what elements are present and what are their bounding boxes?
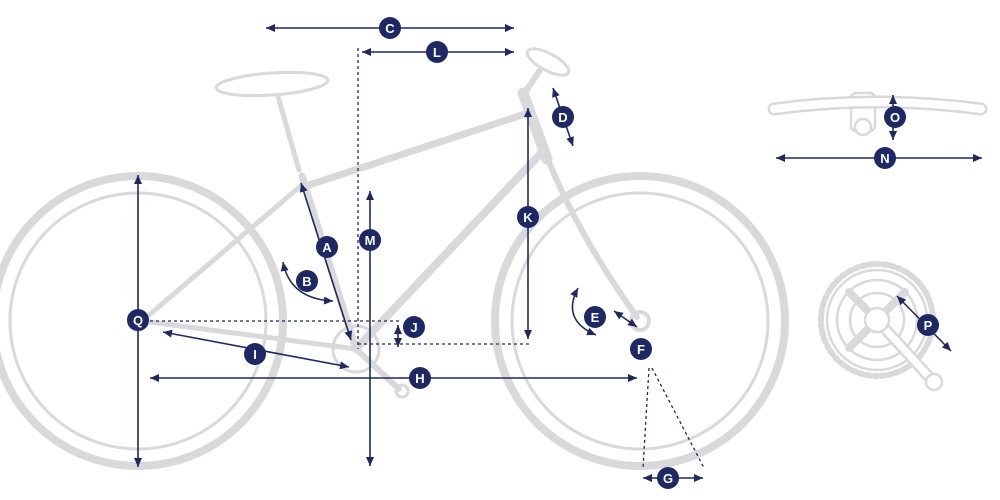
steering-axis-reference-line: [651, 367, 705, 469]
measurement-label-n: N: [874, 147, 896, 169]
measurement-label-a: A: [316, 236, 338, 258]
down-tube: [352, 148, 546, 353]
measurement-label-h: H: [409, 367, 431, 389]
measurement-label-g: G: [657, 467, 679, 489]
seatpost: [275, 93, 302, 173]
measurement-label-e: E: [584, 306, 606, 328]
measurement-label-i: I: [244, 343, 266, 365]
measurement-label-q: Q: [127, 309, 149, 331]
measurement-label-f: F: [630, 338, 652, 360]
measurement-label-l: L: [426, 41, 448, 63]
reference-lines: [150, 48, 705, 469]
stem-clamp-bolt: [853, 117, 873, 137]
saddle: [214, 70, 330, 98]
trail-vertical-reference-line: [642, 367, 650, 469]
arrow-f: [613, 310, 638, 328]
fork-blade: [544, 154, 640, 320]
seatstay-tube: [139, 181, 306, 324]
measurement-label-m: M: [359, 229, 381, 251]
handlebar-grip: [525, 47, 571, 77]
measurement-label-d: D: [552, 106, 574, 128]
measurement-label-c: C: [379, 17, 401, 39]
handlebar-front-view: [767, 91, 988, 137]
seat-tube: [298, 172, 360, 353]
measurement-label-j: J: [403, 316, 425, 338]
measurement-label-p: P: [917, 314, 939, 336]
arrow-b: [280, 261, 334, 305]
crank-hub: [863, 306, 891, 334]
handlebar-fill: [770, 98, 985, 113]
arrow-e: [570, 287, 597, 336]
measurement-label-k: K: [517, 206, 539, 228]
measurement-label-b: B: [296, 270, 318, 292]
crankset-front-view: [818, 261, 944, 392]
arrow-a: [299, 182, 353, 341]
measurement-label-o: O: [884, 106, 906, 128]
pedal-axle: [924, 372, 944, 392]
bike-illustration: [0, 47, 988, 470]
top-tube: [296, 110, 529, 192]
head-tube: [517, 87, 553, 165]
